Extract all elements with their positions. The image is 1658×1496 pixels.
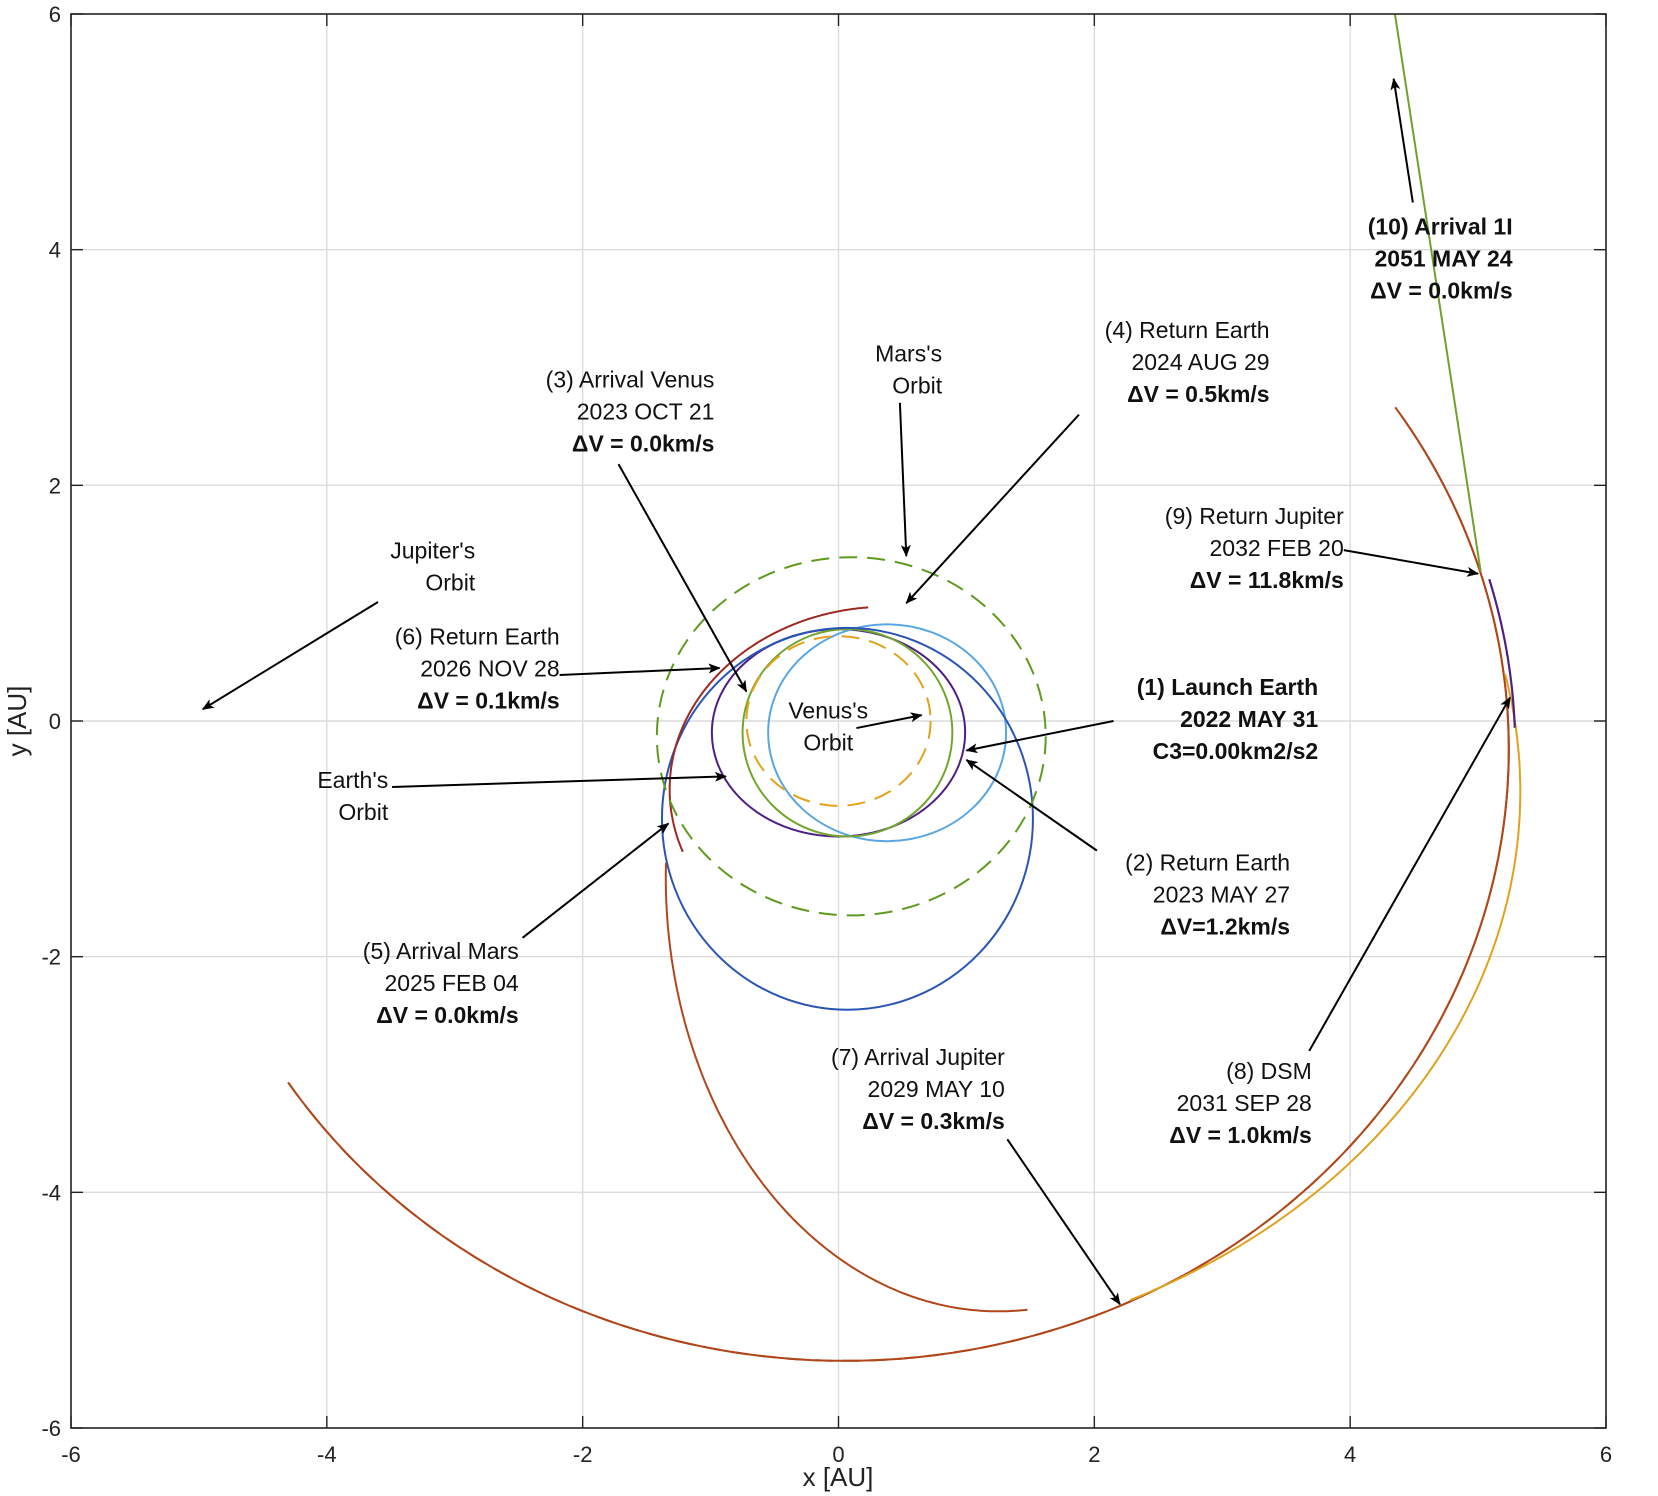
label-4-arrow xyxy=(905,413,1080,604)
jupiter-transfer-a xyxy=(668,606,869,853)
label-5-line: (5) Arrival Mars xyxy=(363,938,519,964)
label-jupiter-orbit-arrow xyxy=(201,601,379,711)
label-4-line: 2024 AUG 29 xyxy=(1131,349,1269,375)
label-5: (5) Arrival Mars 2025 FEB 04 ΔV = 0.0km/s xyxy=(363,938,519,1028)
label-6: (6) Return Earth 2026 NOV 28 ΔV = 0.1km/s xyxy=(395,623,560,713)
jupiter-transfer-b xyxy=(664,862,1028,1313)
annotation-arrows xyxy=(201,77,1511,1306)
transfer-loop-green xyxy=(741,628,954,838)
y-tick-label: 6 xyxy=(49,2,61,27)
label-4-line: (4) Return Earth xyxy=(1105,317,1270,343)
label-earth-orbit-line: Orbit xyxy=(338,799,388,825)
label-9-arrow xyxy=(1343,549,1480,577)
label-8-line: 2031 SEP 28 xyxy=(1177,1090,1312,1116)
label-5-line: 2025 FEB 04 xyxy=(384,970,518,996)
label-6-line: (6) Return Earth xyxy=(395,623,560,649)
label-jupiter-orbit-line: Orbit xyxy=(425,569,475,595)
jupiter-orbit-solid-2 xyxy=(1400,415,1510,1056)
label-7-line: ΔV = 0.3km/s xyxy=(862,1108,1004,1134)
x-tick-label: 6 xyxy=(1600,1442,1612,1467)
label-9: (9) Return Jupiter 2032 FEB 20 ΔV = 11.8km… xyxy=(1165,503,1344,593)
label-jupiter-orbit-line: Jupiter's xyxy=(390,537,475,563)
label-8: (8) DSM 2031 SEP 28 ΔV = 1.0km/s xyxy=(1169,1058,1311,1148)
label-4-line: ΔV = 0.5km/s xyxy=(1127,381,1269,407)
label-1-arrow xyxy=(965,720,1114,754)
y-tick-label: -6 xyxy=(41,1416,61,1441)
label-earth-orbit-arrow xyxy=(392,771,727,788)
x-tick-label: -4 xyxy=(317,1442,337,1467)
mars-orbit xyxy=(655,556,1047,917)
label-1-line: (1) Launch Earth xyxy=(1137,674,1318,700)
mars-transfer-blue xyxy=(660,626,1034,1011)
label-7-line: 2029 MAY 10 xyxy=(868,1076,1005,1102)
x-tick-label: -2 xyxy=(573,1442,593,1467)
label-9-line: ΔV = 11.8km/s xyxy=(1190,567,1344,593)
label-2: (2) Return Earth 2023 MAY 27 ΔV=1.2km/s xyxy=(1125,850,1290,940)
label-2-line: (2) Return Earth xyxy=(1125,850,1290,876)
label-3-line: (3) Arrival Venus xyxy=(546,367,715,393)
label-6-arrow xyxy=(559,663,721,677)
label-1-line: 2022 MAY 31 xyxy=(1180,706,1318,732)
label-9-line: 2032 FEB 20 xyxy=(1210,535,1344,561)
label-2-line: 2023 MAY 27 xyxy=(1153,882,1290,908)
label-2-line: ΔV=1.2km/s xyxy=(1160,914,1290,940)
label-3-arrow xyxy=(617,463,748,693)
label-mars-orbit-arrow xyxy=(898,402,911,558)
y-tick-label: 2 xyxy=(49,473,61,498)
post-jupiter-orange xyxy=(1129,673,1522,1302)
y-tick-label: 0 xyxy=(49,709,61,734)
annotation-labels: (1) Launch Earth 2022 MAY 31 C3=0.00km2/s2… xyxy=(317,213,1512,1148)
label-3-line: ΔV = 0.0km/s xyxy=(572,431,714,457)
grid-lines xyxy=(71,14,1606,1428)
label-earth-orbit-line: Earth's xyxy=(317,767,388,793)
x-tick-label: -6 xyxy=(61,1442,81,1467)
label-mars-orbit-line: Mars's xyxy=(875,341,942,367)
label-10-line: (10) Arrival 1I xyxy=(1368,213,1513,239)
x-tick-label: 4 xyxy=(1344,1442,1356,1467)
label-8-arrow xyxy=(1308,696,1511,1052)
label-10-arrow xyxy=(1390,77,1414,203)
label-7-arrow xyxy=(1006,1138,1121,1306)
label-10: (10) Arrival 1I 2051 MAY 24 ΔV = 0.0km/s xyxy=(1368,213,1513,303)
label-venus-orbit-arrow xyxy=(856,712,923,730)
label-10-line: 2051 MAY 24 xyxy=(1374,245,1512,271)
label-7-line: (7) Arrival Jupiter xyxy=(831,1044,1005,1070)
label-5-arrow xyxy=(521,822,670,939)
label-8-line: (8) DSM xyxy=(1226,1058,1312,1084)
label-5-line: ΔV = 0.0km/s xyxy=(376,1002,518,1028)
label-2-arrow xyxy=(965,759,1098,852)
label-10-line: ΔV = 0.0km/s xyxy=(1370,277,1512,303)
label-venus-orbit-line: Orbit xyxy=(803,730,853,756)
axis-ticks: -6 -4 -2 0 2 4 6 -6 -4 -2 0 2 4 6 xyxy=(41,2,1612,1467)
label-mars-orbit-line: Orbit xyxy=(892,373,942,399)
label-7: (7) Arrival Jupiter 2029 MAY 10 ΔV = 0.3km… xyxy=(831,1044,1005,1134)
venus-orbit xyxy=(745,635,932,807)
y-tick-label: -4 xyxy=(41,1180,61,1205)
x-axis-label: x [AU] xyxy=(803,1462,874,1492)
label-8-line: ΔV = 1.0km/s xyxy=(1169,1122,1311,1148)
label-4: (4) Return Earth 2024 AUG 29 ΔV = 0.5km/s xyxy=(1105,317,1270,407)
x-tick-label: 0 xyxy=(832,1442,844,1467)
transfer-loop-light xyxy=(767,623,1008,843)
planet-orbits xyxy=(655,556,1047,917)
label-3: (3) Arrival Venus 2023 OCT 21 ΔV = 0.0km/s xyxy=(546,367,715,457)
label-3-line: 2023 OCT 21 xyxy=(577,399,715,425)
label-6-line: ΔV = 0.1km/s xyxy=(417,687,559,713)
y-tick-label: -2 xyxy=(41,945,61,970)
escape-trajectory-line xyxy=(1393,13,1482,572)
return-jupiter-purple xyxy=(1488,578,1516,728)
x-tick-label: 2 xyxy=(1088,1442,1100,1467)
y-axis-label: y [AU] xyxy=(2,686,32,757)
label-9-line: (9) Return Jupiter xyxy=(1165,503,1344,529)
y-tick-label: 4 xyxy=(49,238,61,263)
label-venus-orbit-line: Venus's xyxy=(788,698,868,724)
label-1: (1) Launch Earth 2022 MAY 31 C3=0.00km2/s2 xyxy=(1137,674,1319,764)
label-1-line: C3=0.00km2/s2 xyxy=(1153,738,1319,764)
label-6-line: 2026 NOV 28 xyxy=(420,655,559,681)
